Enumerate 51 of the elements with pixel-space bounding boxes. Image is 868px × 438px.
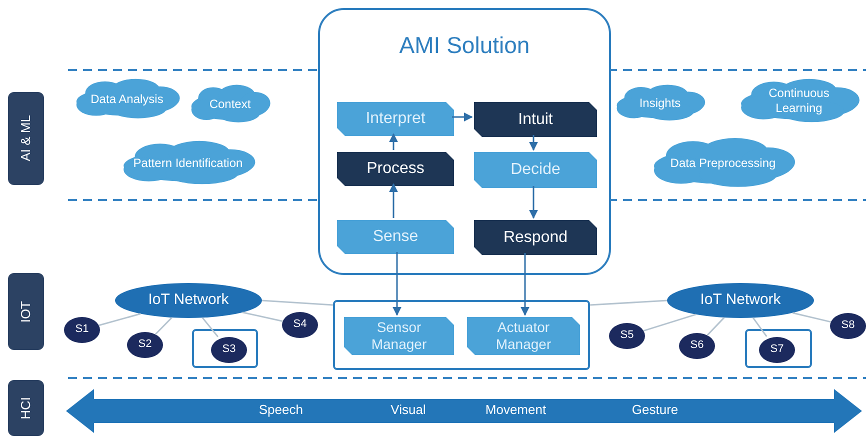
sensor-node: S4 [282,312,318,338]
connector-line [242,312,283,322]
arrow [389,183,398,218]
panel-title: AMI Solution [398,31,531,60]
sensor-node: S6 [679,333,715,359]
arrow [392,252,402,316]
manager-box: Actuator Manager [467,317,580,355]
step-box: Interpret [337,102,454,136]
double-arrow-band [66,389,862,433]
modality-label: Gesture [632,402,678,418]
section-label: HCI [18,396,34,420]
connector-line [202,317,218,338]
section-label: IOT [18,300,34,322]
section-tab [8,92,44,185]
step-box: Intuit [474,102,597,137]
sensor-node: S3 [211,337,247,363]
step-box: Respond [474,220,597,255]
connector-line [706,317,725,336]
sensor-node: S1 [64,317,100,343]
modality-label: Visual [390,402,426,418]
arrow [529,135,538,151]
connector-line [752,317,768,337]
arrow [520,253,530,316]
arrow [389,133,398,150]
connector-line [792,312,832,323]
connector-line [154,317,172,335]
connector-line [590,300,668,306]
arrow [529,186,538,219]
solution-panel [318,8,611,275]
modality-label: Movement [485,402,546,418]
network-ellipse: IoT Network [667,283,814,318]
section-tab [8,380,44,436]
connector-line [98,313,141,326]
section-label: AI & ML [18,115,34,162]
highlight-frame [745,329,812,368]
network-ellipse: IoT Network [115,283,262,318]
step-box: Sense [337,220,454,254]
arrow [452,112,473,122]
manager-panel [333,300,590,370]
sensor-node: S7 [759,337,795,363]
highlight-frame [192,329,258,368]
manager-box: Sensor Manager [344,317,454,355]
modality-label: Speech [258,402,303,418]
step-box: Process [337,152,454,186]
section-tab [8,273,44,350]
step-box: Decide [474,152,597,188]
sensor-node: S2 [127,332,163,358]
connector-line [262,300,334,306]
sensor-node: S5 [609,323,645,349]
sensor-node: S8 [830,313,866,339]
connector-line [643,314,696,332]
